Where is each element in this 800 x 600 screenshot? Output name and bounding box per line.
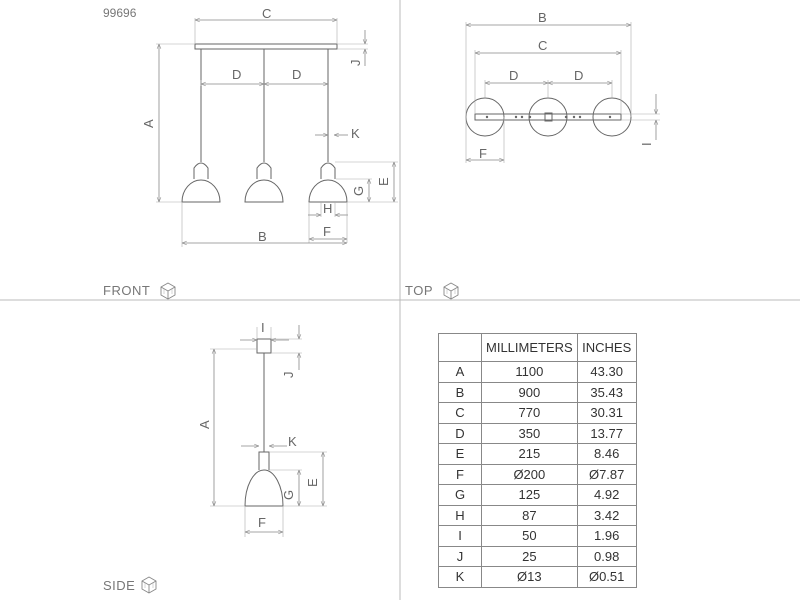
model-number: 99696	[103, 6, 137, 20]
canopy-bar	[194, 43, 338, 50]
shade-right	[308, 162, 348, 203]
row-in: 0.98	[576, 545, 637, 567]
label-d-top-2: D	[574, 68, 583, 83]
label-g-side: G	[281, 490, 296, 500]
label-c-front: C	[262, 6, 271, 21]
row-in: Ø7.87	[576, 463, 637, 485]
row-key: J	[438, 545, 482, 567]
front-view-label: FRONT	[103, 283, 150, 298]
row-in: 4.92	[576, 484, 637, 506]
row-key: F	[438, 463, 482, 485]
side-view: I J A K G E F SIDE	[103, 320, 327, 594]
top-view-label: TOP	[405, 283, 433, 298]
label-f-side: F	[258, 515, 266, 530]
label-d-top-1: D	[509, 68, 518, 83]
shade-center	[244, 162, 284, 203]
row-mm: 25	[481, 545, 578, 567]
row-in: 35.43	[576, 381, 637, 403]
shade-left	[181, 162, 221, 203]
row-mm: 125	[481, 484, 578, 506]
row-mm: 87	[481, 504, 578, 526]
front-view: C D D A J K G E H	[103, 6, 398, 300]
row-mm: 350	[481, 422, 578, 444]
row-mm: Ø200	[481, 463, 578, 485]
row-key: D	[438, 422, 482, 444]
label-b-front: B	[258, 229, 267, 244]
label-a-side: A	[197, 420, 212, 429]
label-c-top: C	[538, 38, 547, 53]
row-mm: 215	[481, 443, 578, 465]
side-view-label: SIDE	[103, 578, 135, 593]
label-f-top: F	[479, 146, 487, 161]
row-mm: 900	[481, 381, 578, 403]
label-e-front: E	[376, 177, 391, 186]
isometric-cube-icon	[160, 282, 176, 300]
table-header-millimeters: MILLIMETERS	[481, 333, 578, 362]
label-d-front-2: D	[292, 67, 301, 82]
row-key: E	[438, 443, 482, 465]
row-mm: 1100	[481, 361, 578, 383]
row-mm: Ø13	[481, 566, 578, 588]
row-key: H	[438, 504, 482, 526]
table-header-key	[438, 333, 482, 362]
row-in: 1.96	[576, 525, 637, 547]
label-b-top: B	[538, 10, 547, 25]
row-key: K	[438, 566, 482, 588]
label-i-side: I	[261, 320, 265, 335]
label-d-front-1: D	[232, 67, 241, 82]
row-mm: 50	[481, 525, 578, 547]
row-in: 13.77	[576, 422, 637, 444]
row-in: 30.31	[576, 402, 637, 424]
side-canopy	[256, 338, 272, 354]
top-shade-center	[528, 97, 568, 137]
table-header-inches: INCHES	[576, 333, 637, 362]
row-key: G	[438, 484, 482, 506]
top-shade-left	[465, 97, 505, 137]
top-canopy-bar	[474, 113, 622, 121]
row-key: A	[438, 361, 482, 383]
label-i-top: I	[639, 142, 654, 146]
top-shade-right	[592, 97, 632, 137]
row-key: B	[438, 381, 482, 403]
side-shade	[244, 469, 284, 507]
top-view: B C D D F I TOP	[405, 10, 660, 300]
isometric-cube-icon	[443, 282, 459, 300]
label-j-front: J	[348, 60, 363, 67]
label-a-front: A	[141, 119, 156, 128]
side-shade-neck	[258, 451, 270, 470]
row-in: 43.30	[576, 361, 637, 383]
row-in: 8.46	[576, 443, 637, 465]
table-header-row: MILLIMETERS INCHES	[438, 333, 637, 362]
isometric-cube-icon	[141, 576, 157, 594]
label-f-front: F	[323, 224, 331, 239]
label-g-front: G	[351, 186, 366, 196]
label-k-front: K	[351, 126, 360, 141]
row-mm: 770	[481, 402, 578, 424]
row-key: C	[438, 402, 482, 424]
row-in: Ø0.51	[576, 566, 637, 588]
label-e-side: E	[305, 478, 320, 487]
row-key: I	[438, 525, 482, 547]
row-in: 3.42	[576, 504, 637, 526]
label-k-side: K	[288, 434, 297, 449]
label-j-side: J	[281, 372, 296, 379]
label-h-front: H	[323, 201, 332, 216]
